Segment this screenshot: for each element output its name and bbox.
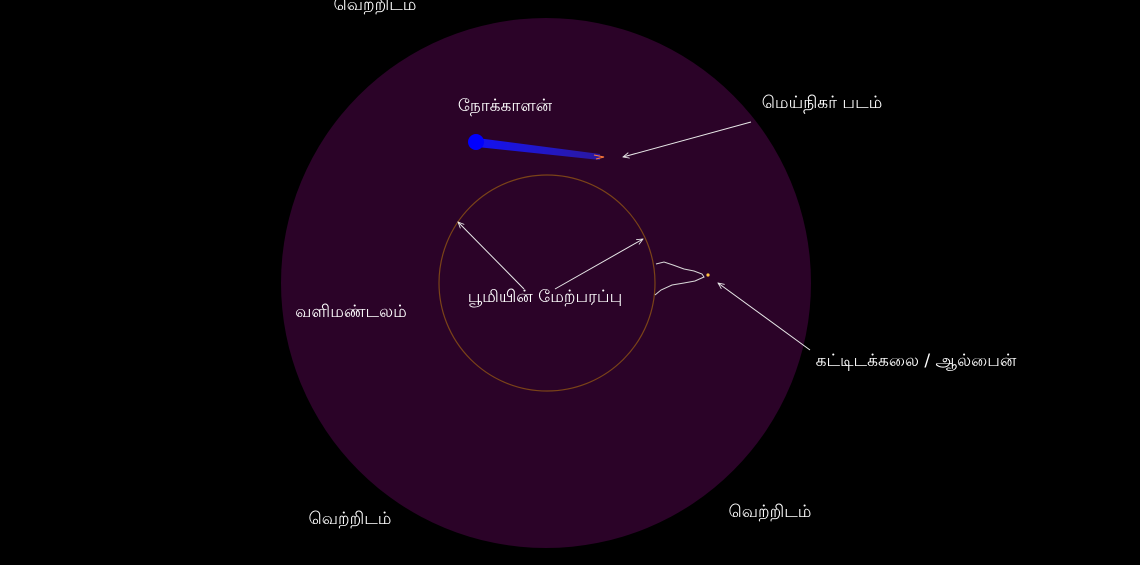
- mountain-label: கட்டிடக்கலை / ஆல்பைன்: [816, 351, 1017, 371]
- atmosphere-circle: [281, 18, 811, 548]
- void-label-bottom-right: வெற்றிடம்: [729, 502, 812, 522]
- surface-arrow-right: [554, 239, 643, 290]
- mountain-arrow: [718, 283, 811, 351]
- true-image-label: மெய்நிகர் படம்: [762, 93, 883, 114]
- void-label-top: வெற்றிடம்: [334, 0, 417, 15]
- observer-label: நோக்காளன்: [458, 96, 553, 116]
- void-label-bottom-left: வெற்றிடம்: [309, 509, 392, 529]
- surface-arrow-left: [458, 222, 525, 290]
- earth-surface-circle: [438, 174, 656, 392]
- earth-surface-label: பூமியின் மேற்பரப்பு: [468, 287, 623, 307]
- atmosphere-label: வளிமண்டலம்: [295, 302, 407, 322]
- observer-dot-icon: [468, 134, 484, 150]
- true-image-arrow: [623, 121, 752, 157]
- observer-sight-beam: [477, 138, 600, 160]
- mountain-outline: [654, 261, 705, 296]
- virtual-image-mark: [593, 154, 605, 160]
- mountain-peak-dot: [706, 273, 710, 277]
